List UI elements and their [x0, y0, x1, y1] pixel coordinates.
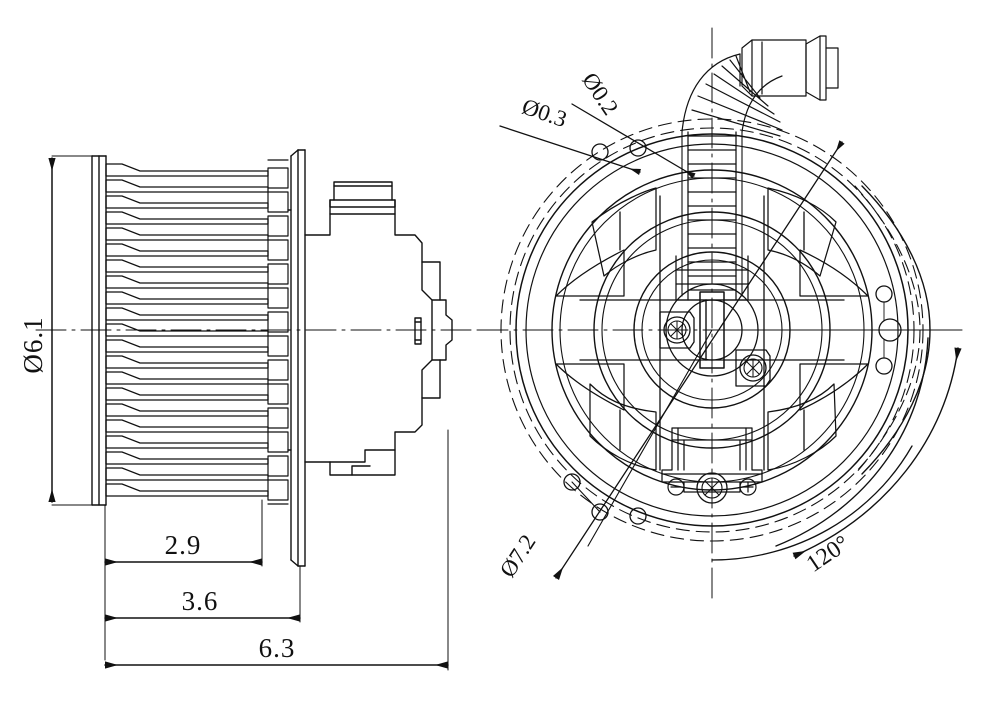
dimension-label-120-deg: 120° — [802, 531, 854, 578]
dimension-label-6-3: 6.3 — [259, 633, 296, 663]
dimension-label-2-9: 2.9 — [165, 530, 202, 560]
flange-bolt-holes — [563, 139, 902, 525]
dimension-annotations — [48, 103, 963, 671]
screw-boss-right — [735, 349, 771, 387]
blade-end-slots — [267, 159, 289, 505]
leader-dia-0-2 — [571, 103, 696, 179]
motor-housing — [304, 181, 453, 476]
leader-dia-7-2 — [552, 140, 845, 580]
dimension-label-3-6: 3.6 — [182, 586, 219, 616]
left-side-view — [35, 149, 481, 567]
leader-dia-0-3 — [499, 125, 641, 175]
dimension-3-6 — [104, 565, 301, 623]
conduit-bend-and-connector — [681, 35, 839, 137]
dimension-2-9 — [104, 499, 263, 661]
dimension-label-dia-6-1: Ø6.1 — [18, 316, 48, 373]
mounting-flange-plate — [287, 149, 306, 567]
angular-dimension-120 — [587, 329, 963, 560]
dimension-dia-6-1 — [48, 155, 97, 506]
dimension-label-dia-7-2: Ø7.2 — [495, 530, 541, 582]
dimension-label-dia-0-3: Ø0.3 — [519, 94, 570, 132]
dimension-6-3 — [104, 429, 449, 671]
dimension-value-texts: Ø6.1 2.9 3.6 6.3 Ø0.3 Ø0.2 Ø7.2 120° — [18, 68, 854, 663]
